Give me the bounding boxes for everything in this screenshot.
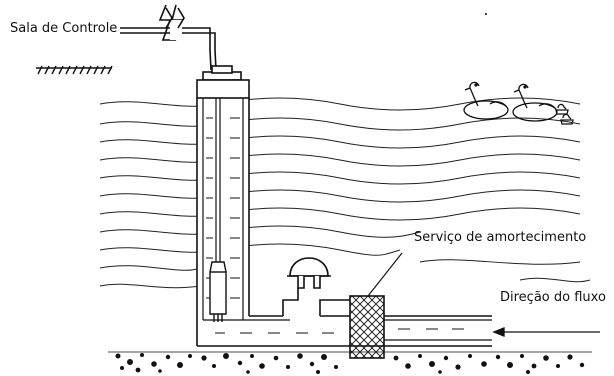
ducks: [463, 81, 574, 125]
label-flow-direction: Direção do fluxo: [500, 290, 606, 305]
cable-break-symbol: [165, 7, 185, 29]
horizontal-pipe: [197, 315, 492, 347]
ground-hatch: [36, 65, 113, 75]
pressure-sensor: [209, 261, 227, 322]
damping-leader: [367, 252, 403, 297]
label-control-room: Sala de Controle: [10, 21, 118, 36]
damper-block: [349, 295, 385, 359]
water-waves: [99, 97, 591, 289]
cable: [120, 4, 217, 71]
flow-arrow: [492, 327, 600, 337]
stray-dot: [485, 13, 487, 15]
damping-dome: [282, 257, 350, 316]
label-damping-service: Serviço de amortecimento: [414, 230, 587, 245]
riverbed-gravel: [115, 353, 585, 374]
